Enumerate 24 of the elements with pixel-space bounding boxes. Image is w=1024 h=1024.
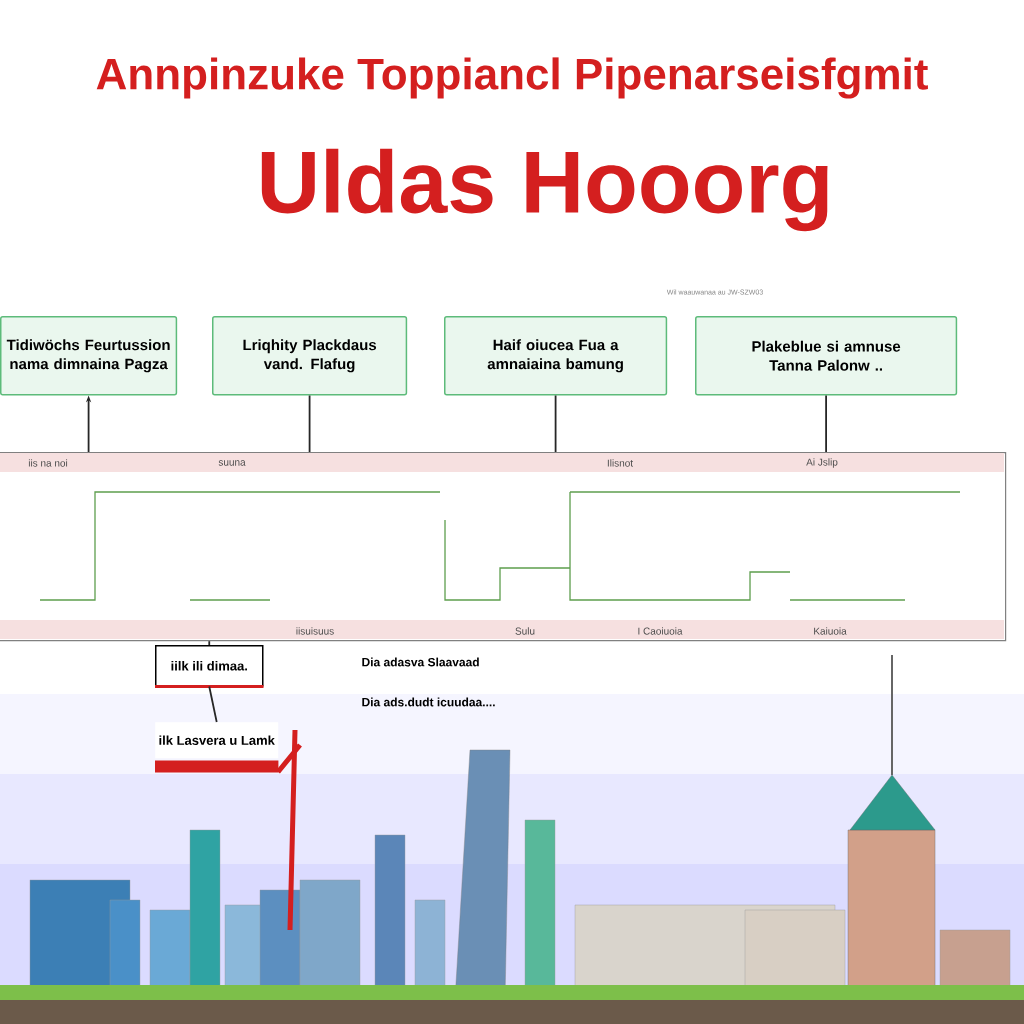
note-box: iilk ili dimaa. bbox=[155, 645, 264, 688]
timeline-band bbox=[0, 452, 1007, 642]
subtitle: Uldas Hooorg bbox=[261, 148, 828, 232]
process-box: Haif oiucea Fua a amnaiaina bamung bbox=[444, 316, 668, 396]
connector bbox=[308, 394, 311, 453]
note-text: Dia adasva Slaavaad bbox=[362, 657, 479, 667]
process-box: Tidiwöchs Feurtussion nama dimnaina Pagza bbox=[0, 316, 178, 396]
band-label: iisuisuus bbox=[296, 627, 334, 635]
connector bbox=[208, 685, 218, 723]
band-label: suuna bbox=[218, 460, 246, 466]
band-label: Kaiuoia bbox=[814, 627, 847, 635]
band-label: iis na noi bbox=[28, 459, 68, 467]
band-label: Sulu bbox=[515, 627, 535, 635]
band-label: Ilisnot bbox=[607, 459, 633, 467]
connector bbox=[825, 394, 827, 453]
title: Annpinzuke Toppiancl Pipenarseisfgmit bbox=[96, 57, 928, 99]
connector bbox=[554, 394, 557, 453]
note-box: ilk Lasvera u Lamk bbox=[155, 722, 279, 773]
process-box: Lriqhity Plackdaus vand. Flafug bbox=[212, 316, 408, 396]
band-label: I Caoiuoia bbox=[638, 627, 683, 635]
note-text: Dia ads.dudt icuudaa.... bbox=[362, 697, 495, 707]
connector bbox=[208, 640, 211, 646]
band-label: Ai Jslip bbox=[806, 458, 838, 468]
process-box: Plakeblue si amnuse Tanna Palonw .. bbox=[695, 316, 958, 396]
